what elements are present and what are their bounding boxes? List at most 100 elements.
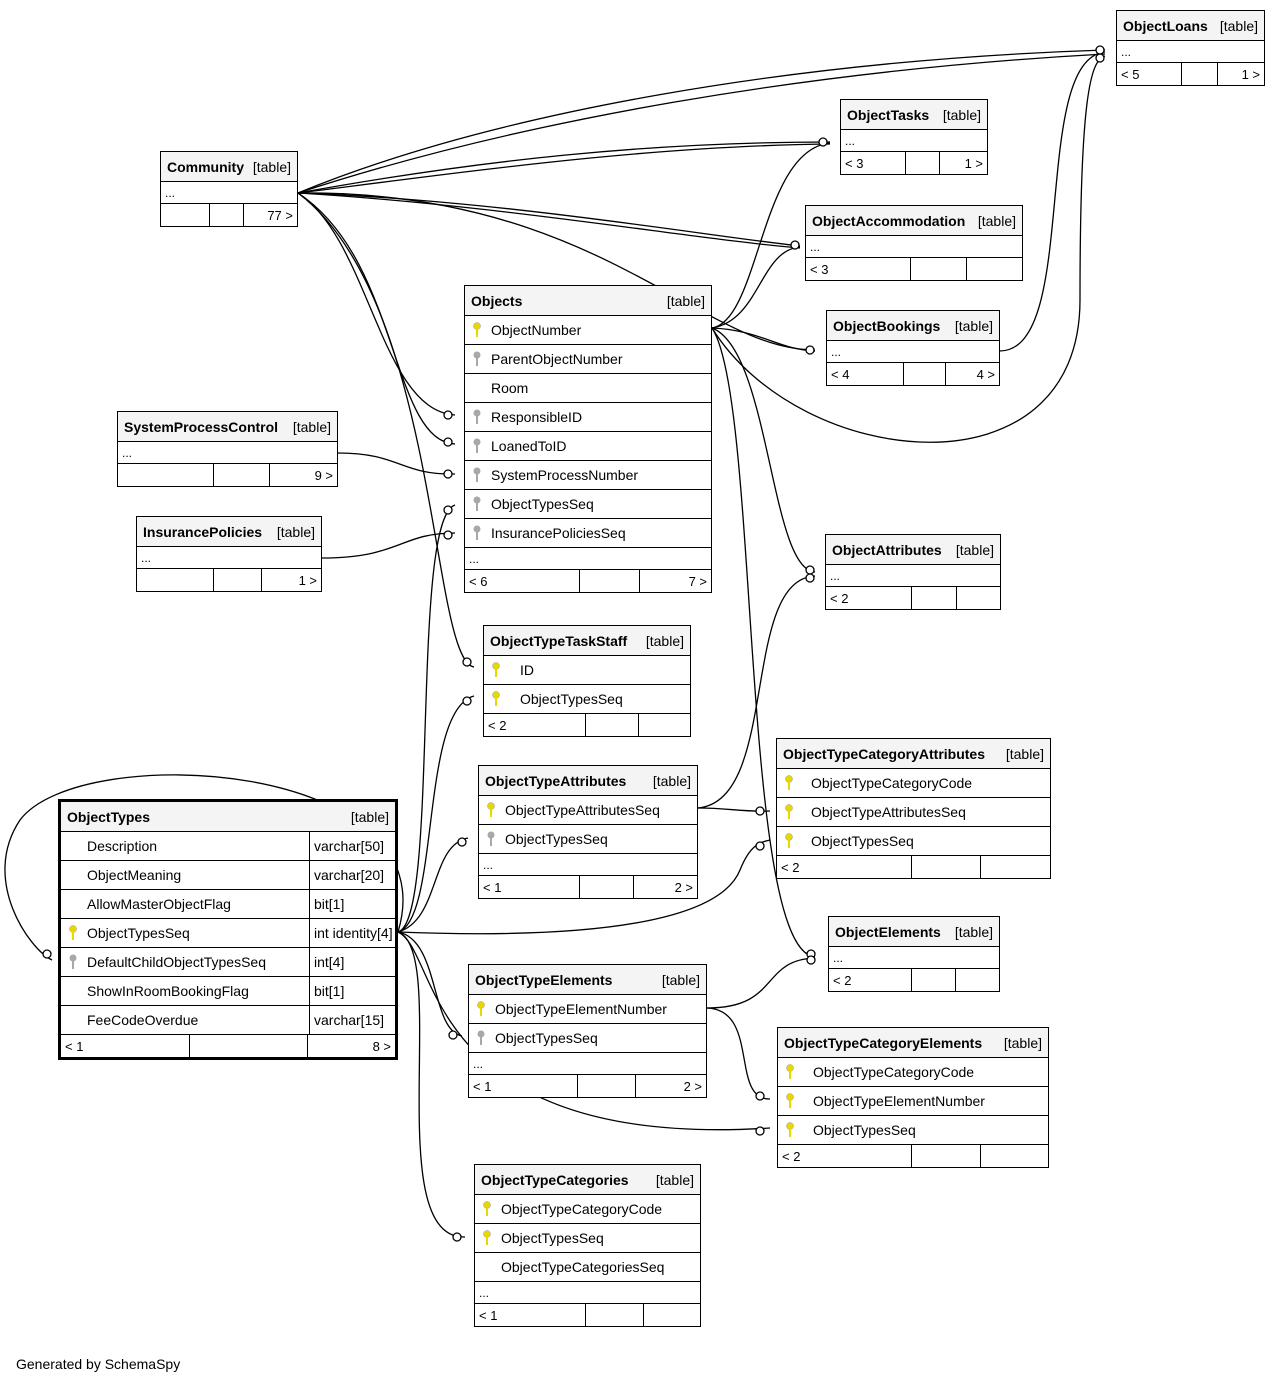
table-objectelements[interactable]: ObjectElements[table] ... < 2 — [828, 916, 1000, 992]
column-objecttypeattributesseq[interactable]: ObjectTypeAttributesSeq — [479, 802, 697, 818]
column-loanedtoid[interactable]: LoanedToID — [465, 438, 711, 454]
column-name: ObjectTypesSeq — [501, 1230, 604, 1246]
parents-count[interactable]: < 2 — [782, 1148, 801, 1164]
column-defaultchildobjecttypesseq[interactable]: DefaultChildObjectTypesSeq — [61, 954, 309, 970]
column-objecttypecategoriesseq[interactable]: ObjectTypeCategoriesSeq — [475, 1259, 700, 1275]
table-footer: 1 > — [137, 569, 321, 591]
table-objecttypecategories[interactable]: ObjectTypeCategories[table] ObjectTypeCa… — [474, 1164, 701, 1327]
column-objecttypesseq[interactable]: ObjectTypesSeq — [475, 1230, 700, 1246]
column-objecttypesseq[interactable]: ObjectTypesSeq — [484, 691, 690, 707]
column-objecttypecategorycode[interactable]: ObjectTypeCategoryCode — [778, 1064, 1048, 1080]
parents-count[interactable]: < 3 — [845, 155, 864, 171]
primary-key-icon — [786, 1064, 794, 1079]
rows-cell — [577, 1075, 635, 1097]
column-objecttypesseq[interactable]: ObjectTypesSeq — [479, 831, 697, 847]
children-count[interactable]: 77 > — [243, 204, 297, 226]
parents-count[interactable]: < 5 — [1121, 66, 1140, 82]
column-objectmeaning[interactable]: ObjectMeaning — [61, 867, 309, 883]
parents-count[interactable]: < 3 — [810, 261, 829, 277]
children-count[interactable] — [980, 1145, 1048, 1167]
children-count[interactable]: 1 > — [1217, 63, 1264, 85]
parents-count[interactable] — [137, 569, 213, 591]
column-objecttypesseq[interactable]: ObjectTypesSeq — [469, 1030, 706, 1046]
children-count[interactable] — [956, 587, 1000, 609]
parents-count[interactable]: < 1 — [473, 1078, 492, 1094]
table-systemprocesscontrol[interactable]: SystemProcessControl[table] ... 9 > — [117, 411, 338, 487]
column-objecttypesseq[interactable]: ObjectTypesSeq — [777, 833, 1050, 849]
children-count[interactable]: 2 > — [635, 1075, 706, 1097]
column-responsibleid[interactable]: ResponsibleID — [465, 409, 711, 425]
column-systemprocessnumber[interactable]: SystemProcessNumber — [465, 467, 711, 483]
parents-count[interactable]: < 2 — [488, 717, 507, 733]
table-objectattributes[interactable]: ObjectAttributes[table] ... < 2 — [825, 534, 1001, 610]
more-columns: ... — [827, 341, 999, 363]
table-objecttypeattributes[interactable]: ObjectTypeAttributes[table] ObjectTypeAt… — [478, 765, 698, 899]
rows-cell — [911, 1145, 980, 1167]
children-count[interactable] — [980, 856, 1050, 878]
column-insurancepoliciesseq[interactable]: InsurancePoliciesSeq — [465, 525, 711, 541]
column-objecttypesseq[interactable]: ObjectTypesSeq — [61, 925, 309, 941]
parents-count[interactable] — [161, 204, 209, 226]
children-count[interactable]: 2 > — [633, 876, 697, 898]
parents-count[interactable]: < 1 — [479, 1307, 498, 1323]
column-parentobjectnumber[interactable]: ParentObjectNumber — [465, 351, 711, 367]
table-objectaccommodation[interactable]: ObjectAccommodation[table] ... < 3 — [805, 205, 1023, 281]
column-objecttypesseq[interactable]: ObjectTypesSeq — [778, 1122, 1048, 1138]
column-room[interactable]: Room — [465, 380, 711, 396]
children-count[interactable]: 1 > — [261, 569, 321, 591]
edge-community-objectaccommodation — [297, 192, 801, 247]
rows-cell — [579, 570, 639, 592]
children-count[interactable]: 8 > — [307, 1035, 395, 1057]
parents-count[interactable]: < 2 — [833, 972, 852, 988]
column-description[interactable]: Description — [61, 838, 309, 854]
more-columns: ... — [161, 182, 297, 204]
column-name: LoanedToID — [491, 438, 567, 454]
primary-key-icon — [492, 691, 500, 706]
column-objecttypesseq[interactable]: ObjectTypesSeq — [465, 496, 711, 512]
children-count[interactable] — [966, 258, 1022, 280]
children-count[interactable] — [955, 969, 999, 991]
column-objecttypecategorycode[interactable]: ObjectTypeCategoryCode — [475, 1201, 700, 1217]
parents-count[interactable] — [118, 464, 213, 486]
table-insurancepolicies[interactable]: InsurancePolicies[table] ... 1 > — [136, 516, 322, 592]
table-objecttypeelements[interactable]: ObjectTypeElements[table] ObjectTypeElem… — [468, 964, 707, 1098]
table-objecttypecategoryattributes[interactable]: ObjectTypeCategoryAttributes[table] Obje… — [776, 738, 1051, 879]
children-count[interactable]: 1 > — [939, 152, 987, 174]
parents-count[interactable]: < 4 — [831, 366, 850, 382]
table-objecttypetaskstaff[interactable]: ObjectTypeTaskStaff[table] ID ObjectType… — [483, 625, 691, 737]
table-type: [table] — [1219, 17, 1258, 34]
table-objects[interactable]: Objects[table] ObjectNumber ParentObject… — [464, 285, 712, 593]
column-allowmasterobjectflag[interactable]: AllowMasterObjectFlag — [61, 896, 309, 912]
column-type: bit[1] — [309, 890, 395, 918]
children-count[interactable] — [638, 714, 690, 736]
edge-objecttypeelements-objecttypecategoryelements — [706, 1007, 771, 1100]
table-type: [table] — [645, 632, 684, 649]
column-name: ObjectTypeCategoryCode — [811, 775, 973, 791]
parents-count[interactable]: < 1 — [483, 879, 502, 895]
column-showinroombookingflag[interactable]: ShowInRoomBookingFlag — [61, 983, 309, 999]
parents-count[interactable]: < 2 — [781, 859, 800, 875]
column-objecttypeelementnumber[interactable]: ObjectTypeElementNumber — [778, 1093, 1048, 1109]
parents-count[interactable]: < 2 — [830, 590, 849, 606]
column-objecttypeelementnumber[interactable]: ObjectTypeElementNumber — [469, 1001, 706, 1017]
column-objectnumber[interactable]: ObjectNumber — [465, 322, 711, 338]
rows-cell — [903, 363, 945, 385]
primary-key-icon — [785, 833, 793, 848]
table-community[interactable]: Community[table] ... 77 > — [160, 151, 298, 227]
column-feecodeoverdue[interactable]: FeeCodeOverdue — [61, 1012, 309, 1028]
parents-count[interactable]: < 1 — [65, 1038, 84, 1054]
column-objecttypeattributesseq[interactable]: ObjectTypeAttributesSeq — [777, 804, 1050, 820]
table-objecttypecategoryelements[interactable]: ObjectTypeCategoryElements[table] Object… — [777, 1027, 1049, 1168]
children-count[interactable]: 4 > — [945, 363, 999, 385]
rows-cell — [911, 969, 955, 991]
children-count[interactable]: 7 > — [639, 570, 711, 592]
parents-count[interactable]: < 6 — [469, 573, 488, 589]
column-id[interactable]: ID — [484, 662, 690, 678]
children-count[interactable]: 9 > — [269, 464, 337, 486]
column-objecttypecategorycode[interactable]: ObjectTypeCategoryCode — [777, 775, 1050, 791]
children-count[interactable] — [643, 1304, 700, 1326]
